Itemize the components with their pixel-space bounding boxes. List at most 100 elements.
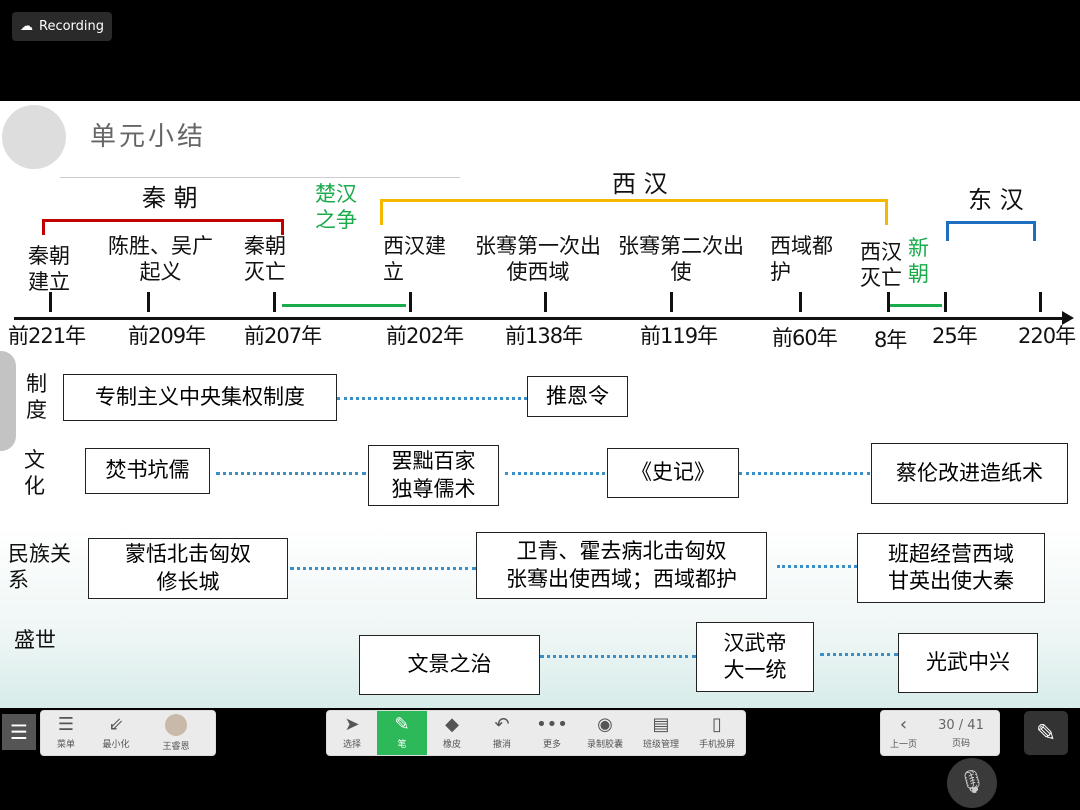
slide-title: 单元小结 (90, 122, 207, 152)
tick (944, 292, 947, 312)
record-icon: ◉ (597, 714, 613, 735)
period-qin: 秦 朝 (142, 184, 198, 212)
annotate-button[interactable]: ✎ (1024, 711, 1068, 755)
row-label: 民族关 系 (8, 542, 71, 593)
row-item: 班超经营西域 甘英出使大秦 (857, 533, 1045, 603)
tick (1039, 292, 1042, 312)
row-item: 文景之治 (359, 635, 540, 695)
event-label: 秦朝 建立 (28, 244, 70, 295)
tool-label: 手机投屏 (698, 740, 735, 750)
phone-cast-button[interactable]: ▯ 手机投屏 (689, 711, 745, 755)
date-label: 前207年 (244, 324, 322, 348)
phone-icon: ▯ (712, 714, 722, 735)
tool-label: 录制胶囊 (586, 740, 623, 750)
main-toolbar: ➤选择 ✎笔 ◆橡皮 ↶撤消 •••更多 ◉录制胶囊 ▤班级管理 ▯手机投屏 (326, 710, 746, 756)
tick (273, 292, 276, 312)
select-button[interactable]: ➤ 选择 (327, 711, 377, 755)
timeline-axis (14, 317, 1069, 320)
tick (544, 292, 547, 312)
prev-label: 上一页 (889, 740, 917, 750)
date-label: 前138年 (505, 324, 583, 348)
period-chuhan: 楚汉 之争 (315, 182, 357, 233)
xihan-bracket (380, 199, 888, 225)
avatar (165, 714, 187, 736)
row-item: 蒙恬北击匈奴 修长城 (88, 538, 288, 599)
row-item: 蔡伦改进造纸术 (871, 443, 1068, 504)
cloud-icon: ☁ (20, 19, 33, 34)
page-number: 30 / 41 (938, 717, 984, 733)
tool-label: 笔 (397, 740, 407, 750)
recording-indicator[interactable]: ☁ Recording (12, 12, 112, 41)
date-label: 8年 (874, 328, 907, 352)
pen-button[interactable]: ✎笔 (377, 711, 427, 755)
date-label: 前209年 (128, 324, 206, 348)
undo-icon: ↶ (494, 714, 510, 735)
event-label: 张骞第一次出 使西域 (475, 234, 601, 285)
date-label: 220年 (1018, 324, 1076, 348)
pen-icon: ✎ (394, 714, 410, 735)
period-xinchao: 新 朝 (908, 236, 929, 287)
date-label: 前60年 (772, 326, 838, 350)
undo-button[interactable]: ↶ 撤消 (477, 711, 527, 755)
tool-label: 橡皮 (442, 740, 461, 750)
tool-label: 选择 (342, 740, 361, 750)
chevron-left-icon: ‹ (899, 714, 908, 735)
minimize-button[interactable]: ⇙ 最小化 (91, 711, 141, 755)
menu-icon: ☰ (57, 714, 75, 735)
class-manage-button[interactable]: ▤ 班级管理 (633, 711, 689, 755)
page-indicator[interactable]: 30 / 41 页码 (926, 711, 996, 755)
tool-label: 更多 (542, 740, 561, 750)
row-item: 专制主义中央集权制度 (63, 374, 337, 421)
slide: 单元小结 秦 朝 西 汉 楚汉 之争 新 朝 东 汉 秦朝 建立 陈胜、吴广 起… (0, 101, 1080, 708)
row-item: 罢黜百家 独尊儒术 (368, 445, 499, 506)
minimize-label: 最小化 (102, 740, 130, 750)
date-label: 前119年 (640, 324, 718, 348)
row-item: 焚书坑儒 (85, 448, 210, 494)
mic-mute-button[interactable]: 🎙 (947, 758, 997, 808)
row-item: 光武中兴 (898, 633, 1038, 693)
donghan-bracket (946, 221, 1036, 241)
record-capsule-button[interactable]: ◉ 录制胶囊 (577, 711, 633, 755)
menu-button[interactable]: ☰ 菜单 (41, 711, 91, 755)
dotted-line (820, 653, 898, 656)
page-label: 页码 (951, 738, 970, 749)
minimize-icon: ⇙ (108, 714, 124, 735)
date-label: 前221年 (8, 324, 86, 348)
dotted-line (216, 472, 366, 475)
row-item: 卫青、霍去病北击匈奴 张骞出使西域；西域都护 (476, 532, 767, 599)
user-button[interactable]: 王睿恩 (141, 711, 211, 755)
row-label: 制 度 (26, 372, 47, 423)
row-item: 汉武帝 大一统 (696, 622, 814, 692)
list-button[interactable]: ☰ (2, 714, 36, 750)
side-collapse-handle[interactable] (0, 351, 16, 451)
event-label: 西汉建 立 (383, 234, 446, 285)
prev-page-button[interactable]: ‹ 上一页 (881, 711, 926, 755)
eraser-icon: ◆ (445, 714, 459, 735)
cursor-icon: ➤ (344, 714, 360, 735)
tool-label: 班级管理 (642, 740, 679, 750)
tick (670, 292, 673, 312)
date-label: 前202年 (386, 324, 464, 348)
mic-off-icon: 🎙 (958, 770, 986, 795)
axis-arrow (1062, 311, 1074, 325)
tick (147, 292, 150, 312)
class-icon: ▤ (652, 714, 670, 735)
tool-label: 撤消 (492, 740, 511, 750)
period-xihan: 西 汉 (612, 170, 668, 198)
xinchao-arrow (890, 304, 942, 307)
tick (887, 292, 890, 312)
eraser-button[interactable]: ◆ 橡皮 (427, 711, 477, 755)
qin-bracket (42, 219, 284, 235)
menu-label: 菜单 (56, 740, 75, 750)
edit-icon: ✎ (1035, 719, 1057, 747)
chuhan-arrow (282, 304, 406, 307)
slide-decor-circle (2, 105, 66, 169)
tick (799, 292, 802, 312)
period-donghan: 东 汉 (968, 186, 1024, 214)
left-toolbar: ☰ 菜单 ⇙ 最小化 王睿恩 (40, 710, 216, 756)
row-label: 盛世 (14, 628, 56, 652)
row-item: 推恩令 (527, 376, 628, 417)
more-button[interactable]: •••更多 (527, 711, 577, 755)
dotted-line (290, 567, 476, 570)
event-label: 张骞第二次出 使 (618, 234, 744, 285)
